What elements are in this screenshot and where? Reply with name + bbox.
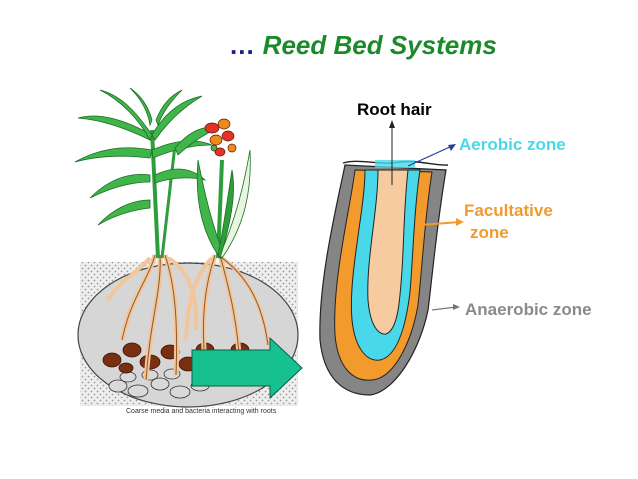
title-ellipsis: ... [230, 30, 255, 60]
flow-arrow [191, 336, 303, 400]
aerobic-arrowhead [448, 144, 456, 151]
anaerobic-arrowhead [453, 304, 460, 310]
slide-title: ... Reed Bed Systems [230, 30, 497, 70]
root-hair-label: Root hair [357, 100, 432, 119]
root-hair-zone-diagram [319, 120, 464, 396]
root-hair-arrowhead [389, 120, 395, 128]
root-core [367, 169, 409, 335]
water-surface [375, 160, 415, 168]
flower-plant-leaves [196, 149, 251, 259]
facultative-zone-line2: zone [470, 223, 509, 242]
anaerobic-zone-label: Anaerobic zone [465, 300, 592, 319]
facultative-zone-label: Facultative zone [464, 200, 553, 244]
anaerobic-pointer [431, 306, 457, 311]
facultative-arrowhead [456, 218, 464, 226]
facultative-zone-line1: Facultative [464, 201, 553, 220]
aerobic-pointer [407, 145, 453, 167]
title-text: Reed Bed Systems [262, 30, 497, 60]
reed-bed-illustration [74, 87, 303, 408]
flower [204, 118, 237, 157]
aerobic-zone-label: Aerobic zone [459, 135, 566, 154]
reed-leaves [74, 87, 220, 226]
facultative-pointer [419, 221, 461, 226]
illustration-caption: Coarse media and bacteria interacting wi… [126, 408, 277, 415]
